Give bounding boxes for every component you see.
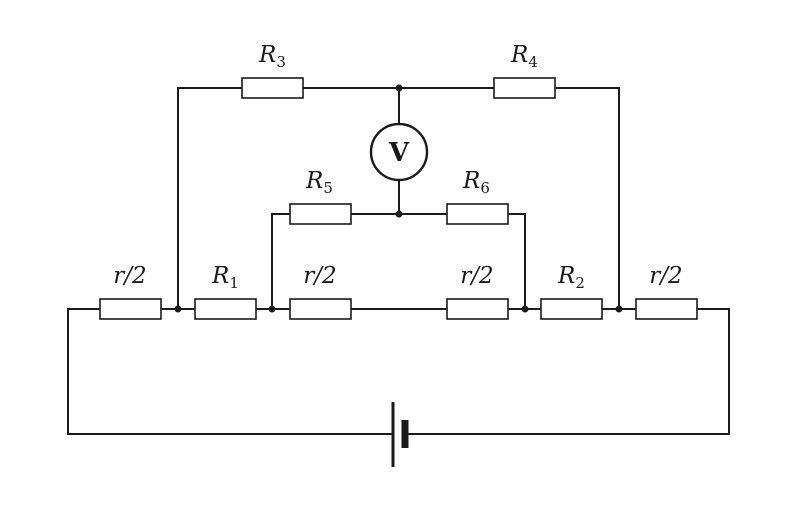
resistor-r3: [241, 77, 304, 99]
junctions: [174, 84, 623, 313]
label-r1: R1: [211, 263, 239, 292]
label-r2: R2: [557, 263, 585, 292]
resistor-half-r-3: [446, 298, 509, 320]
resistor-r4: [493, 77, 556, 99]
resistor-half-r-4: [635, 298, 698, 320]
junction-main-2: [268, 305, 276, 313]
resistor-half-r-1: [99, 298, 162, 320]
junction-top-middle: [395, 84, 403, 92]
resistor-r6: [446, 203, 509, 225]
battery: [391, 402, 409, 467]
junction-main-3: [521, 305, 529, 313]
label-r6: R6: [462, 168, 490, 197]
label-half-r-3: r/2: [460, 263, 493, 289]
label-r5: R5: [305, 168, 333, 197]
resistor-r5: [289, 203, 352, 225]
label-half-r-4: r/2: [649, 263, 682, 289]
junction-main-1: [174, 305, 182, 313]
junction-main-4: [615, 305, 623, 313]
resistors: [99, 77, 698, 320]
label-r4: R4: [510, 42, 538, 71]
labels: R3 R4 R5 R6 R1 R2 r/2 r/2 r/2 r/2: [113, 42, 682, 292]
label-half-r-2: r/2: [303, 263, 336, 289]
resistor-r2: [540, 298, 603, 320]
label-half-r-1: r/2: [113, 263, 146, 289]
voltmeter-label: V: [388, 138, 410, 168]
resistor-half-r-2: [289, 298, 352, 320]
voltmeter-ring: [369, 122, 429, 182]
junction-mid-middle: [395, 210, 403, 218]
label-r3: R3: [258, 42, 286, 71]
resistor-r1: [194, 298, 257, 320]
voltmeter: V: [369, 122, 429, 182]
